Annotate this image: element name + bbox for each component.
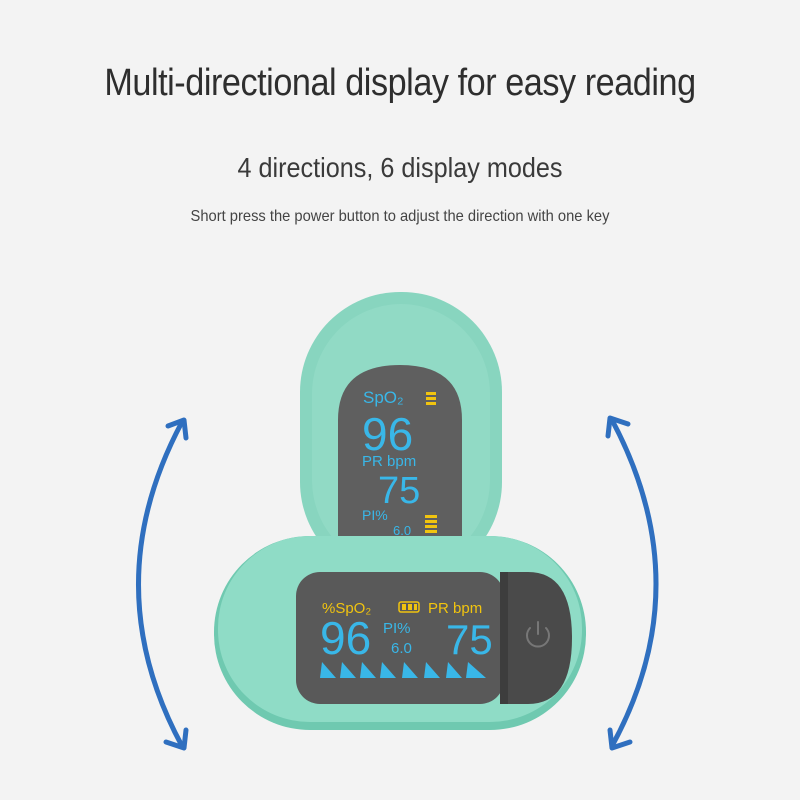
device-horizontal: %SpO₂ PR bpm 96 PI% 6.0 75 <box>214 536 586 730</box>
vertical-spo2-label: SpO₂ <box>363 388 404 407</box>
vertical-spo2-value: 96 <box>362 408 413 460</box>
horizontal-pr-value: 75 <box>446 616 493 663</box>
horizontal-spo2-value: 96 <box>320 612 371 664</box>
vertical-pr-value: 75 <box>378 470 420 512</box>
horizontal-spo2-label: %SpO₂ <box>322 600 371 617</box>
power-icon[interactable] <box>526 621 550 648</box>
subheadline: 4 directions, 6 display modes <box>237 152 563 183</box>
battery-icon <box>398 601 420 613</box>
left-curved-arrow-icon <box>136 417 189 751</box>
device-vertical: SpO₂ 96 PR bpm 75 PI% 6.0 <box>300 292 502 582</box>
headline: Multi-directional display for easy readi… <box>104 62 696 104</box>
vertical-pr-label: PR bpm <box>362 453 416 470</box>
pulse-waveform <box>320 662 486 678</box>
horizontal-pi-value: 6.0 <box>391 640 412 657</box>
horizontal-pi-label: PI% <box>383 620 411 637</box>
right-curved-arrow-icon <box>605 415 659 751</box>
vertical-pi-value: 6.0 <box>393 523 411 538</box>
caption: Short press the power button to adjust t… <box>190 208 610 225</box>
horizontal-pr-label: PR bpm <box>428 600 482 617</box>
vertical-pi-label: PI% <box>362 507 388 523</box>
battery-icon <box>426 392 436 405</box>
vertical-bar-graph <box>425 515 437 533</box>
